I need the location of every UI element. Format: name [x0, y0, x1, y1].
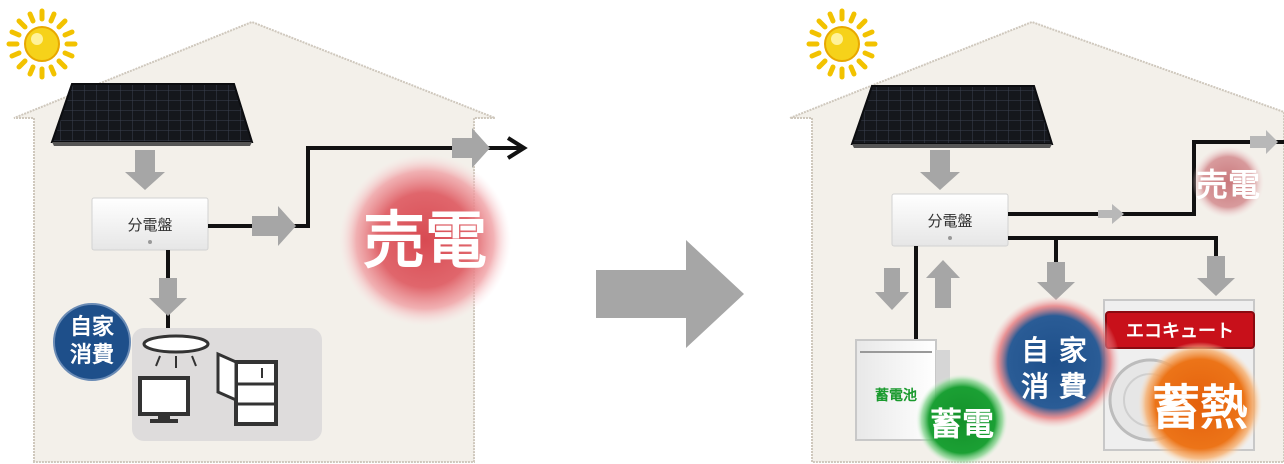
- self-use-badge: 自家 消費: [53, 303, 131, 381]
- sell-label: 売電: [363, 204, 487, 277]
- ceiling-light-icon: [142, 334, 210, 368]
- sell-badge: 売電: [1192, 146, 1264, 218]
- left-house: 分電盤 売電: [6, 8, 528, 463]
- distribution-board-label: 分電盤: [127, 216, 172, 234]
- self-use-label-line2: 消費: [70, 343, 114, 368]
- tv-icon: [138, 376, 190, 423]
- up-arrow: [926, 260, 960, 308]
- self-use-label-line2: 消 費: [1021, 370, 1087, 403]
- self-use-label-line1: 自家: [70, 314, 115, 340]
- down-arrow: [1197, 256, 1235, 296]
- solar-panel-icon: [850, 85, 1054, 148]
- distribution-board-label: 分電盤: [927, 212, 972, 230]
- self-use-badge: 自 家 消 費: [988, 296, 1120, 428]
- storage-label: 蓄電: [930, 405, 994, 443]
- storage-badge: 蓄電: [916, 374, 1008, 464]
- distribution-board: 分電盤: [91, 197, 209, 251]
- sun-icon: [6, 8, 78, 80]
- wire-arrowhead: [506, 136, 528, 160]
- down-arrow: [125, 150, 165, 190]
- right-arrow: [252, 206, 296, 246]
- right-arrow: [452, 128, 490, 168]
- appliances-group: [132, 328, 322, 441]
- distribution-board: 分電盤: [891, 193, 1009, 247]
- sell-label: 売電: [1196, 166, 1260, 204]
- right-arrow: [1250, 130, 1278, 154]
- heat-storage-label: 蓄熱: [1152, 380, 1248, 436]
- solar-panel-icon: [50, 83, 254, 146]
- right-house: 分電盤 売電 蓄電池 蓄電: [789, 8, 1284, 464]
- ecocute-tag: エコキュート: [1105, 311, 1255, 349]
- down-arrow: [875, 268, 909, 310]
- battery-name-label: 蓄電池: [875, 387, 917, 404]
- ecocute-label: エコキュート: [1126, 321, 1234, 342]
- right-arrow: [1098, 204, 1124, 224]
- self-use-label-line1: 自 家: [1021, 334, 1087, 367]
- sun-icon: [806, 8, 878, 80]
- sell-badge: 売電: [339, 154, 511, 326]
- down-arrow: [920, 150, 960, 190]
- transition-arrow: [596, 240, 744, 348]
- heat-storage-badge: 蓄熱: [1138, 342, 1262, 464]
- down-arrow: [149, 278, 187, 316]
- branch-wire: [1008, 236, 1218, 262]
- down-arrow: [1037, 262, 1075, 300]
- refrigerator-icon: [216, 351, 278, 426]
